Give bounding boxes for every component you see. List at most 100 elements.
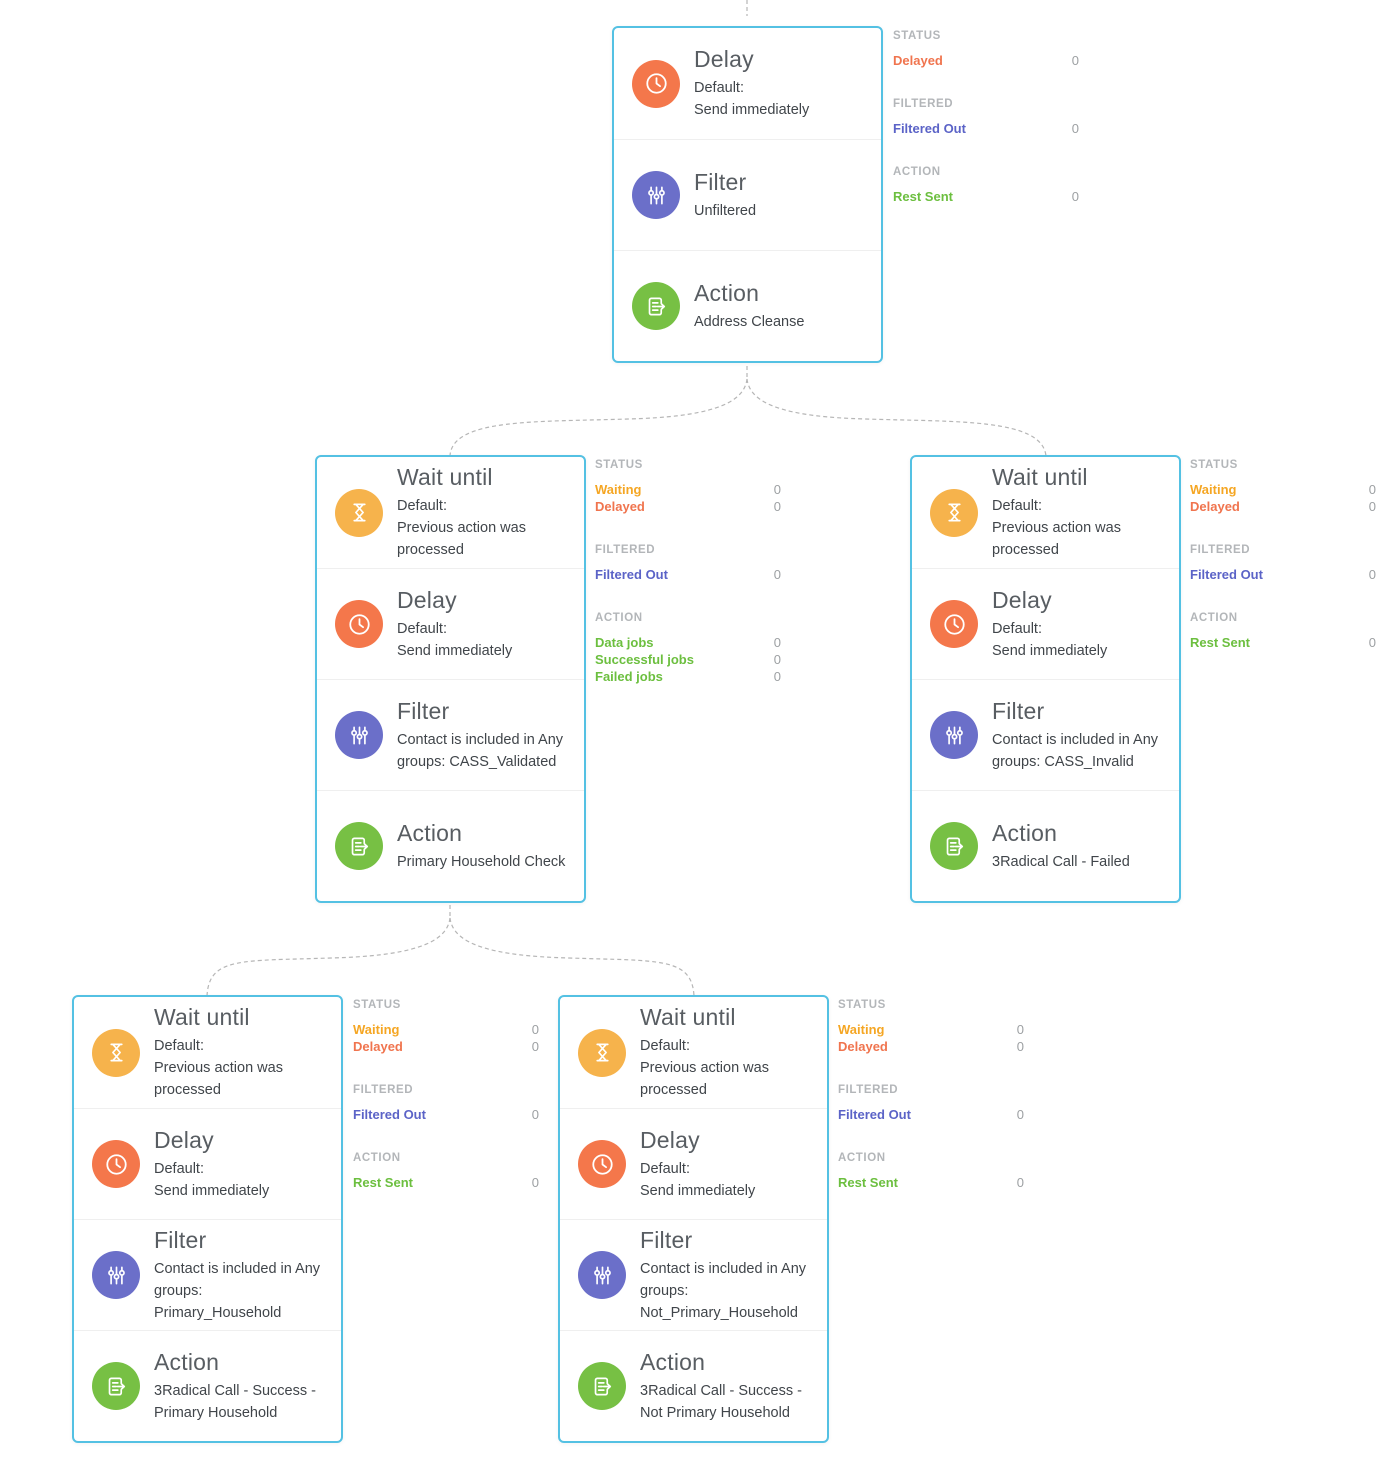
stats-group-label: STATUS — [1190, 459, 1238, 471]
stats-group-label: ACTION — [838, 1152, 886, 1164]
stat-name: Delayed — [893, 53, 943, 68]
stat-row: Filtered Out 0 — [353, 1106, 539, 1123]
step-desc: Default: Send immediately — [397, 620, 513, 659]
stats-group-label: FILTERED — [893, 98, 954, 110]
stat-row: Rest Sent 0 — [1190, 634, 1376, 651]
step-filter[interactable]: Filter Contact is included in Any groups… — [317, 679, 584, 790]
step-delay[interactable]: Delay Default: Send immediately — [614, 28, 881, 139]
stat-row: Data jobs 0 — [595, 634, 781, 651]
stat-row: Delayed 0 — [838, 1038, 1024, 1055]
step-desc: Unfiltered — [694, 202, 757, 219]
stats-group-action: ACTION Data jobs 0 Successful jobs 0 Fai… — [595, 611, 781, 685]
stat-value: 0 — [1368, 567, 1376, 582]
stat-name: Data jobs — [595, 635, 654, 650]
connector-branch-right1 — [746, 378, 1047, 457]
step-title: Action — [694, 279, 760, 306]
sliders-icon — [632, 171, 680, 219]
stat-value: 0 — [1016, 1022, 1024, 1037]
stats-group-label: ACTION — [595, 612, 643, 624]
stat-row: Filtered Out 0 — [838, 1106, 1024, 1123]
sliders-icon — [335, 711, 383, 759]
step-wait-until[interactable]: Wait until Default: Previous action was … — [74, 997, 341, 1108]
stat-value: 0 — [773, 499, 781, 514]
stat-row: Delayed 0 — [893, 52, 1079, 69]
stat-value: 0 — [773, 652, 781, 667]
step-desc: 3Radical Call - Failed — [992, 853, 1130, 870]
stat-name: Successful jobs — [595, 652, 694, 667]
stat-row: Waiting 0 — [353, 1021, 539, 1038]
step-desc: Default: Send immediately — [992, 620, 1108, 659]
step-delay[interactable]: Delay Default: Send immediately — [317, 568, 584, 679]
step-wait-until[interactable]: Wait until Default: Previous action was … — [317, 457, 584, 568]
stats-group-label: STATUS — [893, 30, 941, 42]
node-card[interactable]: Wait until Default: Previous action was … — [910, 455, 1181, 903]
step-desc: Default: Previous action was processed — [992, 498, 1121, 558]
node-card[interactable]: Delay Default: Send immediately Filter U… — [612, 26, 883, 363]
connector-branch-left2 — [206, 917, 451, 997]
step-title: Delay — [992, 586, 1052, 613]
stats-group-label: STATUS — [595, 459, 643, 471]
step-action[interactable]: Action Address Cleanse — [614, 250, 881, 361]
document-arrow-icon — [930, 822, 978, 870]
step-desc: Default: Send immediately — [154, 1160, 270, 1199]
stats-group-status: STATUS Waiting 0 Delayed 0 — [1190, 458, 1376, 515]
step-action[interactable]: Action Primary Household Check — [317, 790, 584, 901]
stats-group-action: ACTION Rest Sent 0 — [893, 165, 1079, 205]
node-stats: STATUS Waiting 0 Delayed 0 FILTERED Filt… — [595, 458, 781, 713]
node-stats: STATUS Waiting 0 Delayed 0 FILTERED Filt… — [353, 998, 539, 1219]
step-title: Wait until — [992, 464, 1088, 490]
step-delay[interactable]: Delay Default: Send immediately — [74, 1108, 341, 1219]
step-filter[interactable]: Filter Unfiltered — [614, 139, 881, 250]
stat-name: Delayed — [838, 1039, 888, 1054]
node-card[interactable]: Wait until Default: Previous action was … — [72, 995, 343, 1443]
step-action[interactable]: Action 3Radical Call - Success - Primary… — [74, 1330, 341, 1441]
stat-value: 0 — [1368, 635, 1376, 650]
stat-row: Rest Sent 0 — [893, 188, 1079, 205]
step-desc: Contact is included in Any groups: CASS_… — [397, 731, 564, 770]
stat-row: Filtered Out 0 — [1190, 566, 1376, 583]
step-delay[interactable]: Delay Default: Send immediately — [560, 1108, 827, 1219]
stats-group-filtered: FILTERED Filtered Out 0 — [1190, 543, 1376, 583]
step-desc: Primary Household Check — [397, 853, 566, 870]
stats-group-label: ACTION — [1190, 612, 1238, 624]
stat-row: Rest Sent 0 — [838, 1174, 1024, 1191]
stat-row: Waiting 0 — [1190, 481, 1376, 498]
step-delay[interactable]: Delay Default: Send immediately — [912, 568, 1179, 679]
stat-value: 0 — [773, 567, 781, 582]
node-stats: STATUS Waiting 0 Delayed 0 FILTERED Filt… — [1190, 458, 1376, 679]
stats-group-label: STATUS — [838, 999, 886, 1011]
step-wait-until[interactable]: Wait until Default: Previous action was … — [560, 997, 827, 1108]
step-action[interactable]: Action 3Radical Call - Failed — [912, 790, 1179, 901]
stats-group-label: FILTERED — [595, 544, 656, 556]
stats-group-filtered: FILTERED Filtered Out 0 — [595, 543, 781, 583]
stats-group-status: STATUS Delayed 0 — [893, 29, 1079, 69]
stat-name: Waiting — [1190, 482, 1237, 497]
step-title: Action — [154, 1348, 220, 1375]
step-filter[interactable]: Filter Contact is included in Any groups… — [560, 1219, 827, 1330]
step-filter[interactable]: Filter Contact is included in Any groups… — [912, 679, 1179, 790]
stat-name: Waiting — [353, 1022, 400, 1037]
node-card[interactable]: Wait until Default: Previous action was … — [558, 995, 829, 1443]
stat-value: 0 — [531, 1107, 539, 1122]
clock-icon — [335, 600, 383, 648]
step-title: Delay — [397, 586, 457, 613]
step-desc: Contact is included in Any groups: Prima… — [154, 1260, 321, 1321]
hourglass-icon — [92, 1028, 140, 1077]
step-desc: Contact is included in Any groups: Not_P… — [640, 1260, 807, 1321]
step-title: Action — [397, 819, 463, 846]
step-desc: Address Cleanse — [694, 313, 805, 330]
stat-value: 0 — [773, 482, 781, 497]
step-wait-until[interactable]: Wait until Default: Previous action was … — [912, 457, 1179, 568]
hourglass-icon — [335, 488, 383, 537]
step-desc: Contact is included in Any groups: CASS_… — [992, 731, 1159, 770]
node-stats: STATUS Waiting 0 Delayed 0 FILTERED Filt… — [838, 998, 1024, 1219]
stat-name: Filtered Out — [838, 1107, 911, 1122]
stat-row: Filtered Out 0 — [893, 120, 1079, 137]
node-card[interactable]: Wait until Default: Previous action was … — [315, 455, 586, 903]
step-action[interactable]: Action 3Radical Call - Success - Not Pri… — [560, 1330, 827, 1441]
step-desc: Default: Send immediately — [694, 80, 810, 118]
connector-branch-right2 — [449, 917, 695, 997]
stat-name: Delayed — [595, 499, 645, 514]
step-filter[interactable]: Filter Contact is included in Any groups… — [74, 1219, 341, 1330]
